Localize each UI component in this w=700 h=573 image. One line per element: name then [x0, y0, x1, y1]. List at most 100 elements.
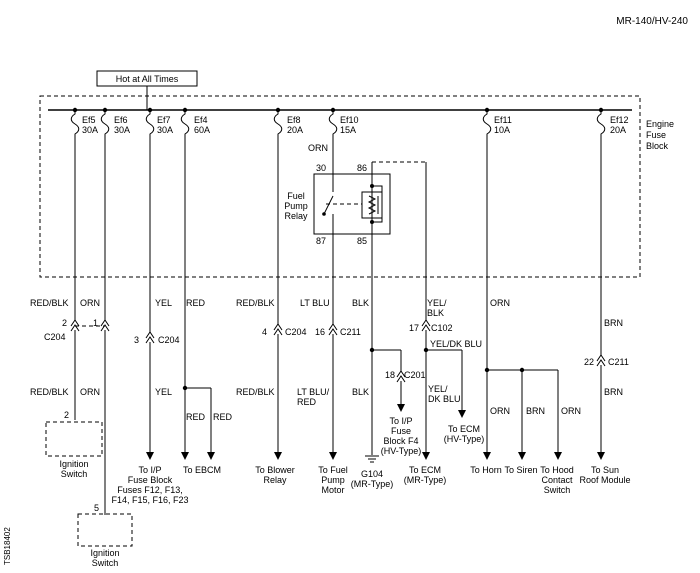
svg-text:To I/P: To I/P	[138, 465, 161, 475]
fuse-ef12: Ef12 20A	[596, 107, 629, 138]
relay-pin-30: 30	[316, 163, 326, 173]
wire-color-ef12-bottom: BRN	[604, 387, 623, 397]
ignition-switch-1-box	[45, 421, 103, 457]
svg-text:Ef8: Ef8	[287, 115, 301, 125]
svg-text:Ef6: Ef6	[114, 115, 128, 125]
svg-text:(MR-Type): (MR-Type)	[404, 475, 447, 485]
fuse-ef8: Ef8 20A	[273, 107, 303, 138]
wire-ef11	[483, 138, 562, 460]
dest-ip-fuse-block: To I/P Fuse Block Fuses F12, F13, F14, F…	[111, 465, 188, 505]
svg-text:RED: RED	[297, 397, 317, 407]
dest-fuel-pump-motor: To Fuel Pump Motor	[318, 465, 348, 495]
wire-color-ef6-top: ORN	[80, 298, 100, 308]
svg-text:10A: 10A	[494, 125, 510, 135]
svg-text:20A: 20A	[287, 125, 303, 135]
svg-text:60A: 60A	[194, 125, 210, 135]
wire-color-relay85: BLK	[352, 298, 369, 308]
svg-text:(HV-Type): (HV-Type)	[381, 446, 422, 456]
c211-pin-16: 16	[315, 327, 325, 337]
svg-text:Fuse Block: Fuse Block	[128, 475, 173, 485]
svg-text:To ECM: To ECM	[448, 424, 480, 434]
svg-text:LT BLU/: LT BLU/	[297, 387, 330, 397]
svg-text:Motor: Motor	[321, 485, 344, 495]
dest-ebcm: To EBCM	[183, 465, 221, 475]
svg-text:Ef11: Ef11	[494, 115, 512, 125]
dest-ip-fuse-f4: To I/P Fuse Block F4 (HV-Type)	[381, 416, 422, 456]
svg-text:(MR-Type): (MR-Type)	[351, 479, 394, 489]
svg-text:Ef10: Ef10	[340, 115, 359, 125]
relay-pin-87: 87	[316, 236, 326, 246]
svg-text:Ignition: Ignition	[90, 548, 119, 558]
wire-ef4	[181, 138, 215, 460]
wire-color-relay-in: ORN	[308, 143, 328, 153]
relay-label: Fuel Pump Relay	[284, 191, 308, 221]
svg-text:Roof Module: Roof Module	[579, 475, 630, 485]
svg-text:Contact: Contact	[541, 475, 573, 485]
dest-ground-g104: G104 (MR-Type)	[351, 469, 394, 489]
c204-mid-pin-3: 3	[134, 335, 139, 345]
svg-text:Pump: Pump	[284, 201, 308, 211]
wire-color-ef4-left: RED	[186, 412, 206, 422]
wire-relay-87	[328, 234, 338, 460]
dest-horn: To Horn	[470, 465, 502, 475]
svg-text:Switch: Switch	[92, 558, 119, 568]
svg-text:Fuses F12, F13,: Fuses F12, F13,	[117, 485, 183, 495]
model-label: MR-140/HV-240	[616, 16, 688, 27]
wire-ef6	[100, 138, 110, 515]
wire-color-siren: BRN	[526, 406, 545, 416]
wire-color-hood: ORN	[561, 406, 581, 416]
fuse-ef11: Ef11 10A	[482, 107, 512, 138]
fuse-ef7: Ef7 30A	[145, 107, 173, 138]
svg-text:Fuse: Fuse	[646, 130, 666, 140]
svg-text:To Sun: To Sun	[591, 465, 619, 475]
svg-text:Fuse: Fuse	[391, 426, 411, 436]
relay-pin-85: 85	[357, 236, 367, 246]
c102-label: C102	[431, 323, 453, 333]
c211-label: C211	[340, 327, 361, 337]
wire-color-ef7-bottom: YEL	[155, 387, 172, 397]
svg-text:To Blower: To Blower	[255, 465, 295, 475]
svg-text:Relay: Relay	[263, 475, 287, 485]
svg-text:To ECM: To ECM	[409, 465, 441, 475]
wire-color-blk-bottom: BLK	[352, 387, 369, 397]
side-code: TSB18402	[3, 527, 12, 565]
wire-color-ef12: BRN	[604, 318, 623, 328]
svg-text:Ef12: Ef12	[610, 115, 629, 125]
svg-text:Ef4: Ef4	[194, 115, 208, 125]
wire-color-ef10: LT BLU	[300, 298, 330, 308]
svg-text:To Hood: To Hood	[540, 465, 574, 475]
engine-fuse-block-label: Engine Fuse Block	[646, 119, 674, 151]
wire-color-ef8: RED/BLK	[236, 298, 275, 308]
c204-mid-label: C204	[158, 335, 180, 345]
wire-color-yel-dk-blu: YEL/DK BLU	[430, 339, 482, 349]
svg-text:Switch: Switch	[544, 485, 571, 495]
wire-ef8	[273, 138, 283, 460]
wire-color-ef4: RED	[186, 298, 206, 308]
c204-right-label: C204	[285, 327, 307, 337]
c201-label: C201	[404, 370, 426, 380]
svg-text:G104: G104	[361, 469, 383, 479]
svg-text:YEL/: YEL/	[427, 298, 447, 308]
wire-color-yel-dk-blu-side: YEL/ DK BLU	[428, 384, 461, 404]
c211-pin-22: 22	[584, 357, 594, 367]
wire-ef7	[145, 138, 155, 460]
svg-text:DK BLU: DK BLU	[428, 394, 461, 404]
ignition-switch-2-box	[77, 513, 133, 547]
dest-sunroof-module: To Sun Roof Module	[579, 465, 630, 485]
wire-color-ef4-right: RED	[213, 412, 233, 422]
svg-text:Ignition: Ignition	[59, 459, 88, 469]
wire-color-horn: ORN	[490, 406, 510, 416]
wire-color-ef11: ORN	[490, 298, 510, 308]
wire-relay-86	[421, 319, 466, 460]
ignition-switch-1-pin: 2	[64, 410, 69, 420]
svg-text:30A: 30A	[157, 125, 173, 135]
dest-blower-relay: To Blower Relay	[255, 465, 295, 485]
fuse-ef5: Ef5 30A	[70, 107, 98, 138]
svg-text:30A: 30A	[114, 125, 130, 135]
svg-text:Ef5: Ef5	[82, 115, 96, 125]
wire-color-ef8-bottom: RED/BLK	[236, 387, 275, 397]
svg-text:YEL/: YEL/	[428, 384, 448, 394]
wire-color-ef5-top: RED/BLK	[30, 298, 69, 308]
svg-text:Relay: Relay	[284, 211, 308, 221]
